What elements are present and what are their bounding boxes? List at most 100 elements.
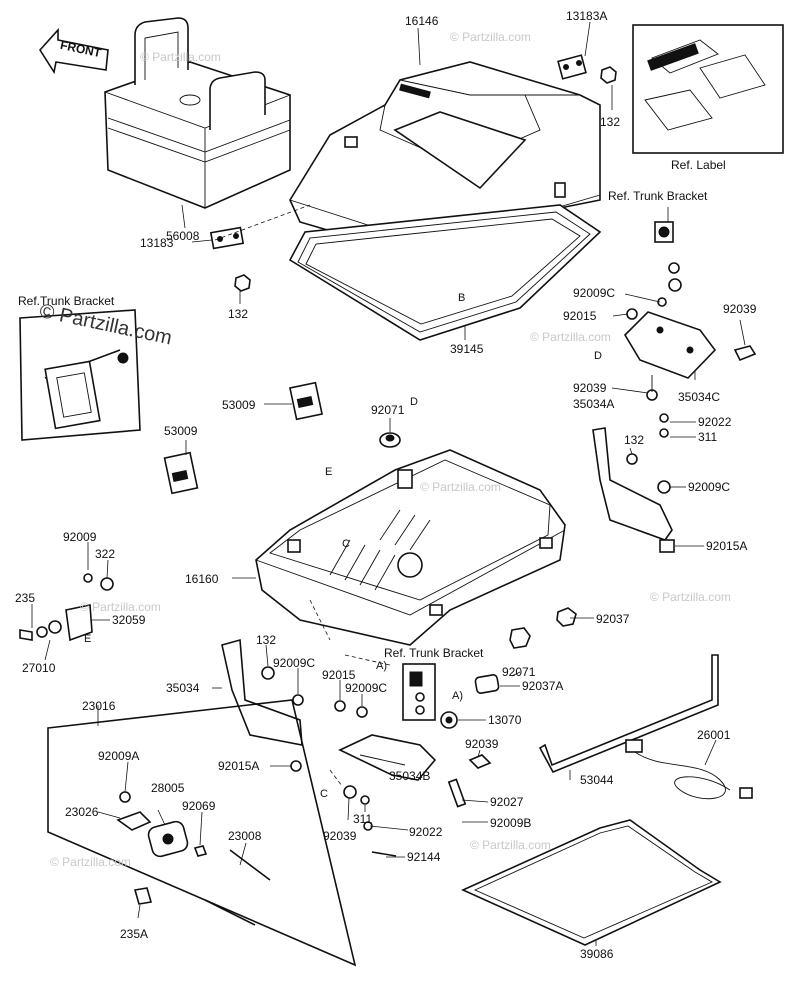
callout-letter-D: D	[410, 396, 418, 408]
ref-label-box	[632, 24, 784, 154]
part-label-27010[interactable]: 27010	[22, 661, 56, 675]
part-label-132[interactable]: 132	[600, 115, 621, 129]
part-label-13183A[interactable]: 13183A	[566, 9, 608, 23]
mat-39086-drawing	[461, 819, 722, 946]
part-label-35034C[interactable]: 35034C	[678, 390, 721, 404]
part-label-92022[interactable]: 92022	[409, 825, 443, 839]
lock-set-23016-box	[47, 699, 397, 967]
part-label-132[interactable]: 132	[228, 307, 249, 321]
part-label-92009C[interactable]: 92009C	[345, 681, 388, 695]
mid-ref-bracket-box	[402, 663, 436, 721]
plate-13070-drawing	[440, 711, 458, 729]
part-label-92015[interactable]: 92015	[563, 309, 597, 323]
part-label-13070[interactable]: 13070	[488, 713, 522, 727]
bracket-35034C-drawing	[623, 221, 757, 401]
callout-letter-C: C	[320, 788, 328, 800]
part-label-92015A[interactable]: 92015A	[218, 759, 260, 773]
harness-26001-drawing	[625, 739, 753, 800]
part-label-92009A[interactable]: 92009A	[98, 749, 140, 763]
bracket-35034B-drawing	[334, 700, 437, 831]
stud-92039-drawing	[447, 754, 492, 808]
ref-label-text: Ref. Label	[671, 158, 726, 172]
part-label-132[interactable]: 132	[256, 633, 277, 647]
bumper-92037-drawing	[509, 607, 577, 649]
part-label-39145[interactable]: 39145	[450, 342, 484, 356]
part-label-92069[interactable]: 92069	[182, 799, 216, 813]
part-label-16160[interactable]: 16160	[185, 572, 219, 586]
callout-letter-A: A)	[452, 690, 463, 702]
callout-letter-C: C	[342, 538, 350, 550]
part-label-53044[interactable]: 53044	[580, 773, 614, 787]
part-label-92071[interactable]: 92071	[371, 403, 405, 417]
part-label-92039[interactable]: 92039	[323, 829, 357, 843]
hinge-13183-drawing	[209, 226, 251, 292]
watermark-repeat: © Partzilla.com	[80, 600, 161, 614]
callout-letter-B: B	[458, 292, 466, 304]
trunk-base-drawing	[255, 449, 566, 646]
callout-letter-E: E	[325, 466, 333, 478]
ref-trunk-bracket-top: Ref. Trunk Bracket	[608, 189, 708, 203]
part-label-53009[interactable]: 53009	[164, 424, 198, 438]
part-label-32059[interactable]: 32059	[112, 613, 146, 627]
lock-27010-drawing	[19, 573, 114, 642]
watermark-repeat: © Partzilla.com	[50, 855, 131, 869]
part-label-92022[interactable]: 92022	[698, 415, 732, 429]
trunk-seal-drawing	[288, 204, 602, 341]
part-label-92009C[interactable]: 92009C	[273, 656, 316, 670]
part-label-92009C[interactable]: 92009C	[688, 480, 731, 494]
part-label-35034[interactable]: 35034	[166, 681, 200, 695]
part-label-92009C[interactable]: 92009C	[573, 286, 616, 300]
ref-trunk-bracket-mid: Ref. Trunk Bracket	[384, 646, 484, 660]
part-label-311[interactable]: 311	[353, 812, 373, 826]
watermark-repeat: © Partzilla.com	[470, 838, 551, 852]
part-label-28005[interactable]: 28005	[151, 781, 185, 795]
part-label-16146[interactable]: 16146	[405, 14, 439, 28]
ref-trunk-bracket-left: Ref.Trunk Bracket	[18, 294, 115, 308]
part-label-23026[interactable]: 23026	[65, 805, 99, 819]
bracket-35034-drawing	[221, 638, 304, 772]
part-label-92037[interactable]: 92037	[596, 612, 630, 626]
left-ref-bracket-box	[19, 309, 141, 441]
part-label-53009[interactable]: 53009	[222, 398, 256, 412]
bracket-35034A-drawing	[592, 413, 675, 553]
part-label-92009B[interactable]: 92009B	[490, 816, 532, 830]
part-label-92144[interactable]: 92144	[407, 850, 441, 864]
part-label-92071[interactable]: 92071	[502, 665, 536, 679]
bumper-92037A-drawing	[474, 674, 500, 694]
part-label-92015A[interactable]: 92015A	[706, 539, 748, 553]
part-label-23008[interactable]: 23008	[228, 829, 262, 843]
grommet-92071-drawing	[379, 432, 401, 448]
hinge-13183A-drawing	[557, 54, 617, 84]
rubber-53009-upper-drawing	[289, 381, 323, 421]
part-label-92039[interactable]: 92039	[573, 381, 607, 395]
part-label-39086[interactable]: 39086	[580, 947, 614, 961]
watermark-repeat: © Partzilla.com	[530, 330, 611, 344]
callout-letter-E: E	[84, 633, 92, 645]
part-label-35034B[interactable]: 35034B	[389, 769, 431, 783]
part-label-322[interactable]: 322	[95, 547, 116, 561]
part-label-92015[interactable]: 92015	[322, 668, 356, 682]
watermark-repeat: © Partzilla.com	[450, 30, 531, 44]
part-label-235A[interactable]: 235A	[120, 927, 149, 941]
part-label-92039[interactable]: 92039	[723, 302, 757, 316]
part-label-235[interactable]: 235	[15, 591, 36, 605]
part-label-311[interactable]: 311	[698, 430, 718, 444]
watermark-repeat: © Partzilla.com	[420, 480, 501, 494]
part-label-35034A[interactable]: 35034A	[573, 397, 615, 411]
part-label-23016[interactable]: 23016	[82, 699, 116, 713]
front-arrow-icon	[38, 27, 109, 75]
part-label-132[interactable]: 132	[624, 433, 645, 447]
trunk-assembly-drawing	[104, 17, 291, 209]
rod-53044-drawing	[538, 654, 719, 774]
part-label-26001[interactable]: 26001	[697, 728, 731, 742]
part-label-92037A[interactable]: 92037A	[522, 679, 564, 693]
part-label-92039[interactable]: 92039	[465, 737, 499, 751]
watermark-repeat: © Partzilla.com	[140, 50, 221, 64]
part-label-92009[interactable]: 92009	[63, 530, 97, 544]
part-label-92027[interactable]: 92027	[490, 795, 524, 809]
callout-letter-A: A)	[376, 660, 387, 672]
part-label-56008[interactable]: 56008	[166, 229, 200, 243]
part-label-13183[interactable]: 13183	[140, 236, 174, 250]
rubber-53009-lower-drawing	[163, 451, 199, 495]
